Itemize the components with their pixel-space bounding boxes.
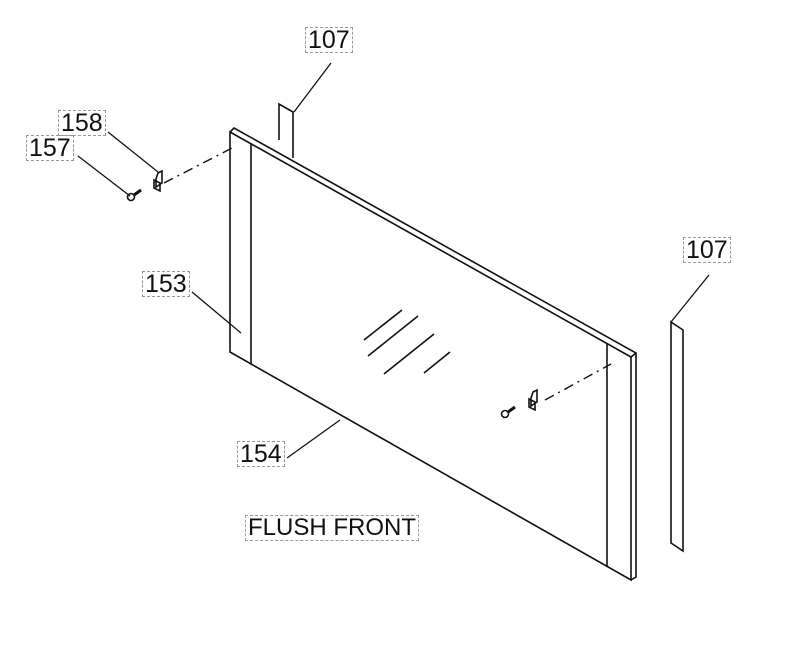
callout-154: 154 [237, 441, 285, 467]
callout-158: 158 [58, 110, 106, 136]
bracket-158-right [528, 388, 538, 412]
leader-lines [77, 62, 710, 459]
callout-157: 157 [26, 135, 74, 161]
bracket-158-left [153, 169, 163, 193]
screw-157-left [126, 188, 142, 202]
glass-panel-154 [229, 127, 637, 582]
screw-157-right [500, 405, 516, 419]
glass-reflection-lines [363, 309, 451, 375]
edge-strip-107-left [278, 102, 294, 158]
diagram-title: FLUSH FRONT [245, 515, 419, 541]
callout-107-top: 107 [305, 27, 353, 53]
edge-strip-107-right [670, 320, 684, 553]
center-lines [163, 145, 612, 401]
callout-153: 153 [142, 271, 190, 297]
callout-107-right: 107 [683, 237, 731, 263]
